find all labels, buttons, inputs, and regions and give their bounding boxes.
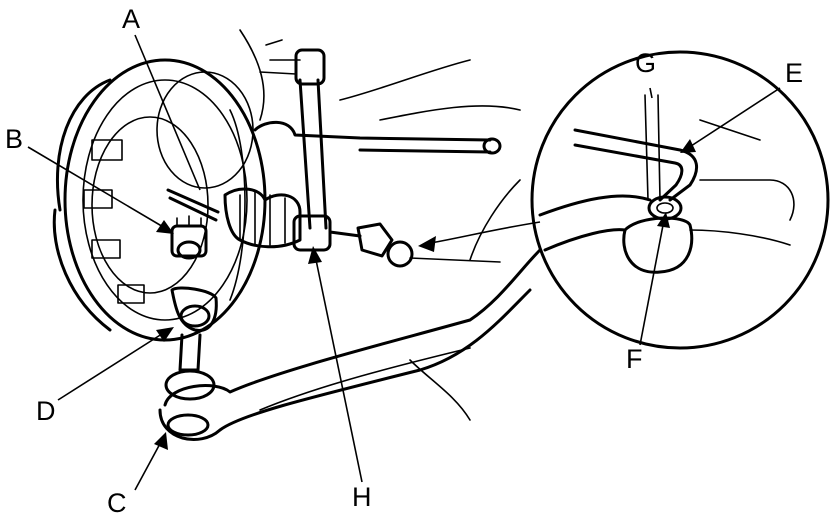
stabilizer-link <box>259 39 501 268</box>
detail-rod-bend-inner <box>573 143 684 202</box>
stabilizer-bar <box>409 257 501 263</box>
lower-arm <box>158 248 542 441</box>
cotter-pin-upper <box>166 188 220 214</box>
detail-arm-lower <box>543 228 627 252</box>
detail-link-shaft <box>644 94 661 201</box>
lower-arm-bore <box>166 413 210 437</box>
boot-ribs <box>239 191 286 246</box>
caliper-lower <box>52 208 112 332</box>
detail-pointer-line <box>424 221 541 245</box>
label-d: D <box>36 396 56 426</box>
detail-nut-inner <box>656 202 674 214</box>
drum-top <box>156 71 254 189</box>
lower-arm-upper-edge <box>163 248 542 407</box>
arrow-h <box>308 246 322 264</box>
stabilizer-link-washer <box>386 240 414 268</box>
label-a: A <box>122 4 140 34</box>
hub-rib <box>229 109 246 301</box>
knuckle-boss-hole <box>179 304 211 328</box>
arrow-b <box>156 220 174 234</box>
detail-circle <box>530 50 830 350</box>
arrow-c <box>154 432 168 450</box>
castle-nut-hole <box>176 240 202 260</box>
stabilizer-link-nut <box>356 222 394 258</box>
castle-nut <box>170 215 208 260</box>
detail-bar-line <box>689 229 791 246</box>
stabilizer-link-top-bracket <box>259 39 301 75</box>
caliper-edge <box>55 78 112 212</box>
body-upper-line <box>339 59 471 101</box>
body-inner-line <box>469 179 521 261</box>
arrow-e <box>680 139 696 153</box>
wheel-stud-1 <box>91 139 123 161</box>
hub-face <box>91 116 209 294</box>
detail-body-lines <box>699 119 795 221</box>
brake-disc-inner <box>82 79 248 321</box>
leader-d <box>57 331 166 401</box>
body-mid-line <box>379 105 521 121</box>
detail-pointer <box>418 221 541 252</box>
lower-arm-rib <box>259 347 471 411</box>
knuckle-boss <box>170 286 218 332</box>
arrow-f <box>657 212 670 228</box>
stabilizer-link-bolt <box>328 230 362 238</box>
stabilizer-link-rod-right <box>316 78 328 230</box>
label-group: A B C D E F G H <box>5 4 803 518</box>
tie-rod <box>253 120 492 142</box>
label-c: C <box>107 488 127 518</box>
tie-rod-end <box>482 137 502 155</box>
body-outline <box>239 29 521 261</box>
detail-bushing <box>622 216 694 274</box>
label-h: H <box>352 482 372 512</box>
ball-joint-stud <box>178 333 202 372</box>
driveshaft <box>223 120 502 249</box>
leader-e <box>687 87 781 149</box>
driveshaft-boot <box>223 187 302 249</box>
detail-view <box>530 50 830 350</box>
detail-rod-bend-outer <box>573 128 699 202</box>
wheel-stud-3 <box>91 239 121 259</box>
label-e: E <box>785 58 803 88</box>
cotter-pin <box>166 188 220 222</box>
knuckle-boss-body <box>170 286 218 332</box>
wheel-stud-2 <box>83 189 113 209</box>
leader-c <box>134 439 163 491</box>
label-f: F <box>626 344 643 374</box>
stabilizer-link-rod-left <box>298 78 312 230</box>
body-strut-line <box>239 29 265 121</box>
cotter-pin-lower <box>168 196 218 222</box>
brake-disc-assembly <box>52 58 267 342</box>
detail-pointer-arrowhead <box>418 236 436 252</box>
arrow-d <box>156 327 174 342</box>
leaders <box>27 34 781 491</box>
label-b: B <box>5 124 23 154</box>
leader-h <box>314 254 363 483</box>
leader-g <box>649 87 653 99</box>
label-g: G <box>635 48 656 78</box>
tie-rod-lower <box>358 148 492 154</box>
wheel-stud-4 <box>117 284 145 304</box>
stabilizer-link-top <box>294 48 326 86</box>
castle-nut-slots <box>176 215 202 227</box>
brake-disc-outer <box>63 58 267 342</box>
leader-b <box>27 146 166 229</box>
lower-arm-lower-edge <box>158 288 532 441</box>
leader-a <box>134 34 201 191</box>
subframe-edge <box>409 359 471 421</box>
leader-f <box>639 219 665 346</box>
detail-arm-upper <box>538 194 652 217</box>
